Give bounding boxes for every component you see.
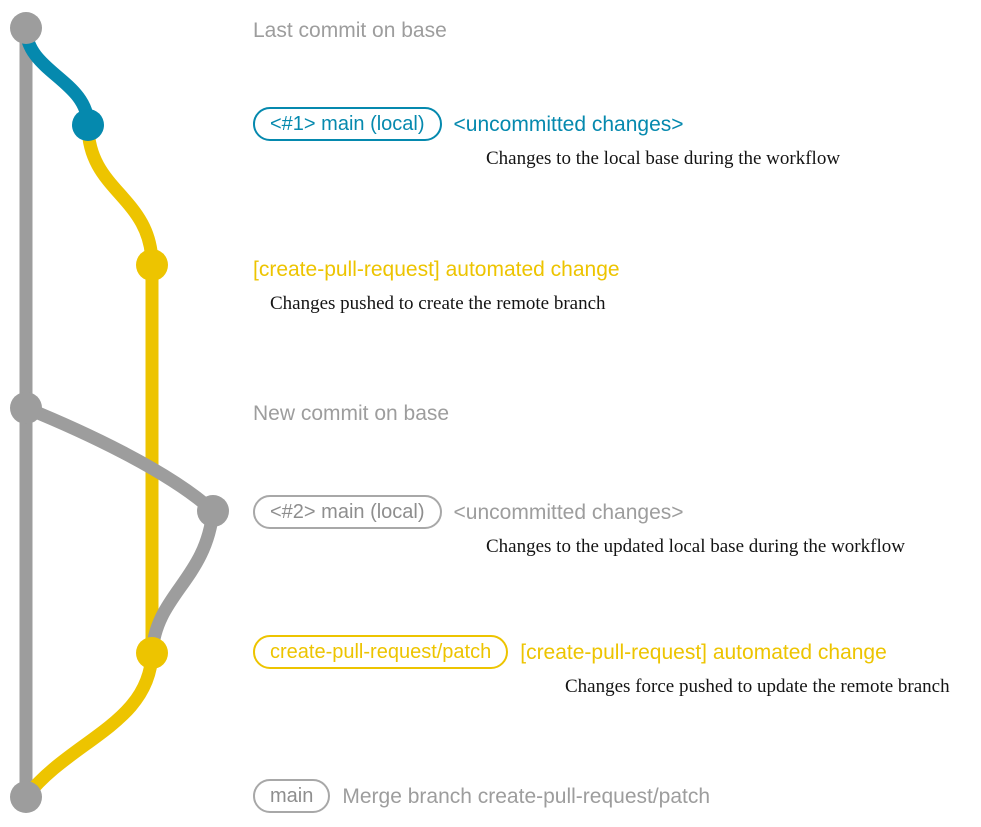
commit-label-row: <#1> main (local) <uncommitted changes> Ch… xyxy=(253,107,840,169)
commit-description-row: Changes to the local base during the wor… xyxy=(253,149,840,169)
gray-branch-line-to-patch xyxy=(145,504,220,660)
commit-node-remote-create[interactable] xyxy=(136,249,168,281)
branch-badge[interactable]: <#1> main (local) xyxy=(253,107,442,141)
commit-heading-text: <uncommitted changes> xyxy=(453,112,684,136)
yellow-branch-line-top xyxy=(81,118,159,272)
commit-description-row: Changes force pushed to update the remot… xyxy=(253,677,950,697)
commit-heading-text: Merge branch create-pull-request/patch xyxy=(342,784,711,808)
commit-node-base-merge[interactable] xyxy=(10,781,42,813)
commit-label-headline: [create-pull-request] automated change xyxy=(253,252,620,286)
yellow-merge-line xyxy=(19,646,159,804)
commit-description-text: Changes to the local base during the wor… xyxy=(486,148,841,169)
commit-description-row: Changes pushed to create the remote bran… xyxy=(253,294,620,314)
commit-label-row: create-pull-request/patch [create-pull-re… xyxy=(253,635,950,697)
branch-badge[interactable]: main xyxy=(253,779,331,813)
commit-label-headline: Last commit on base xyxy=(253,13,447,47)
commit-heading-text: [create-pull-request] automated change xyxy=(253,257,620,281)
commit-node-local-main-1[interactable] xyxy=(72,109,104,141)
commit-label-headline: <#2> main (local) <uncommitted changes> xyxy=(253,495,905,529)
commit-label-row: Last commit on base xyxy=(253,13,447,47)
commit-label-row: main Merge branch create-pull-request/pat… xyxy=(253,779,710,813)
commit-graph xyxy=(10,12,229,813)
commit-node-remote-update[interactable] xyxy=(136,637,168,669)
commit-label-headline: main Merge branch create-pull-request/pat… xyxy=(253,779,710,813)
commit-label-row: <#2> main (local) <uncommitted changes> Ch… xyxy=(253,495,905,557)
commit-label-headline: <#1> main (local) <uncommitted changes> xyxy=(253,107,840,141)
commit-label-headline: New commit on base xyxy=(253,396,449,430)
commit-heading-text: New commit on base xyxy=(253,401,450,425)
commit-node-base-last[interactable] xyxy=(10,12,42,44)
commit-description-text: Changes pushed to create the remote bran… xyxy=(270,293,606,314)
commit-description-text: Changes to the updated local base during… xyxy=(486,536,905,557)
commit-heading-text: <uncommitted changes> xyxy=(453,500,684,524)
branch-badge[interactable]: create-pull-request/patch xyxy=(253,635,509,669)
commit-description-text: Changes force pushed to update the remot… xyxy=(565,676,950,697)
commit-label-headline: create-pull-request/patch [create-pull-re… xyxy=(253,635,950,669)
commit-description-row: Changes to the updated local base during… xyxy=(253,537,905,557)
commit-node-local-main-2[interactable] xyxy=(197,495,229,527)
commit-heading-text: [create-pull-request] automated change xyxy=(520,640,887,664)
commit-node-base-new[interactable] xyxy=(10,392,42,424)
gray-branch-line-to-local2 xyxy=(19,401,220,518)
commit-heading-text: Last commit on base xyxy=(253,18,447,42)
commit-label-row: New commit on base xyxy=(253,396,449,430)
branch-badge[interactable]: <#2> main (local) xyxy=(253,495,442,529)
